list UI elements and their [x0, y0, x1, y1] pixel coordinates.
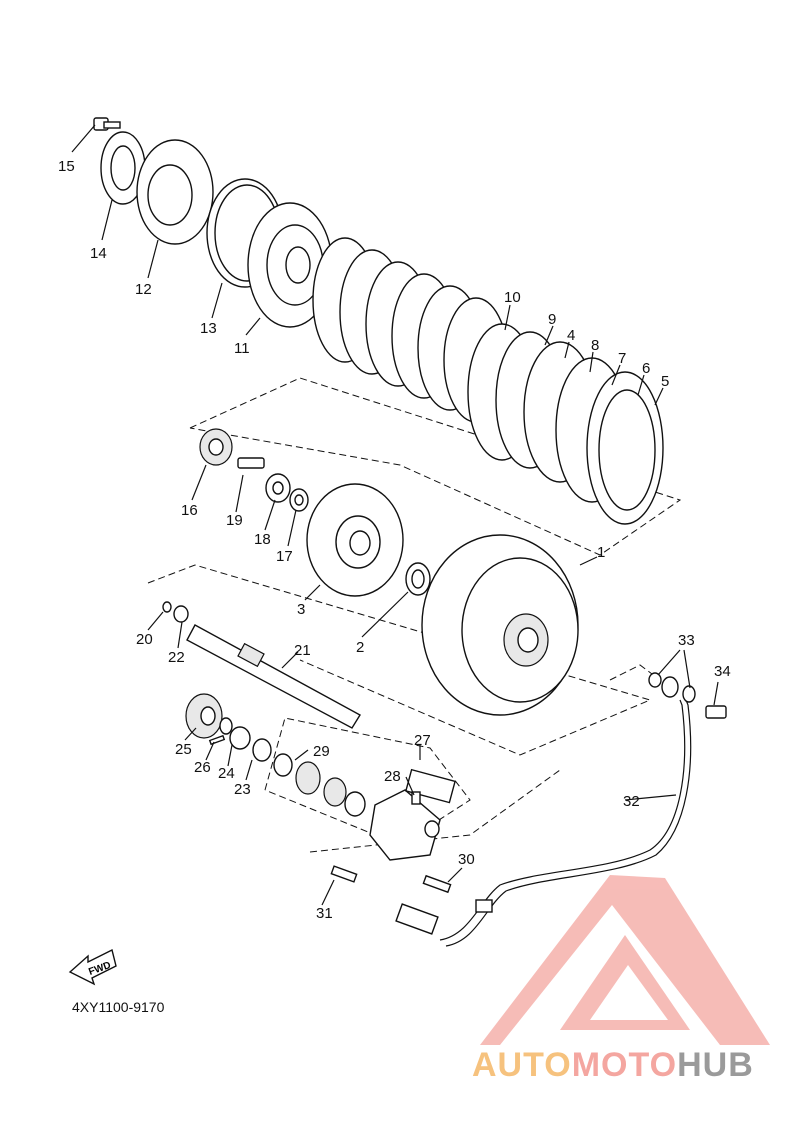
callout-5: 5 — [661, 373, 669, 390]
clutch-boss-3 — [306, 483, 404, 597]
callout-26: 26 — [194, 759, 211, 776]
callout-33: 33 — [678, 632, 695, 649]
plate-12 — [136, 139, 214, 245]
pressure-plate-11 — [247, 202, 333, 328]
callout-21: 21 — [294, 642, 311, 659]
bolt-15 — [93, 117, 121, 131]
callout-15: 15 — [58, 158, 75, 175]
callout-32: 32 — [623, 793, 640, 810]
callout-1: 1 — [597, 544, 605, 561]
copper-washers-33 — [648, 672, 696, 703]
drawing-code: 4XY1100-9170 — [72, 999, 165, 1015]
watermark-hub: HUB — [677, 1046, 754, 1084]
callout-labels: 1 2 3 4 5 6 7 8 9 10 11 12 13 14 15 16 1… — [58, 158, 731, 922]
clutch-plate-stack — [312, 237, 664, 525]
circlip-20 — [162, 601, 172, 613]
callout-28: 28 — [384, 768, 401, 785]
callout-7: 7 — [618, 350, 626, 367]
bolt-31 — [330, 865, 358, 883]
callout-29: 29 — [313, 743, 330, 760]
clutch-housing-1 — [421, 534, 579, 716]
bearing-16 — [199, 428, 233, 466]
thrust-washer-2 — [405, 562, 431, 596]
callout-27: 27 — [414, 732, 431, 749]
callout-12: 12 — [135, 281, 152, 298]
automotohub-logo-icon — [480, 875, 770, 1045]
callout-14: 14 — [90, 245, 107, 262]
fwd-arrow-icon: FWD — [68, 948, 117, 986]
callout-4: 4 — [567, 327, 575, 344]
callout-34: 34 — [714, 663, 731, 680]
release-cylinder-27 — [369, 768, 456, 861]
callout-20: 20 — [136, 631, 153, 648]
callout-6: 6 — [642, 360, 650, 377]
push-lever-shaft-21 — [186, 624, 361, 729]
union-bolt-34 — [705, 705, 727, 719]
callout-13: 13 — [200, 320, 217, 337]
oil-seal-25 — [185, 693, 223, 739]
callout-9: 9 — [548, 311, 556, 328]
callout-30: 30 — [458, 851, 475, 868]
washer-17 — [289, 488, 309, 512]
callout-24: 24 — [218, 765, 235, 782]
callout-19: 19 — [226, 512, 243, 529]
callout-18: 18 — [254, 531, 271, 548]
o-ring-24 — [219, 717, 233, 735]
leader-lines — [71, 124, 719, 906]
bolt-30 — [422, 874, 452, 894]
callout-17: 17 — [276, 548, 293, 565]
push-rod-19 — [237, 457, 265, 469]
clutch-hose-32 — [395, 699, 692, 947]
callout-25: 25 — [175, 741, 192, 758]
callout-2: 2 — [356, 639, 364, 656]
callout-23: 23 — [234, 781, 251, 798]
washer-23 — [229, 726, 272, 762]
watermark-moto: MOTO — [571, 1046, 678, 1084]
automotohub-watermark: AUTOMOTOHUB — [472, 1046, 754, 1085]
plate-14 — [100, 131, 146, 205]
watermark-auto: AUTO — [472, 1046, 572, 1084]
callout-11: 11 — [234, 340, 250, 357]
callout-22: 22 — [168, 649, 185, 666]
callout-31: 31 — [316, 905, 333, 922]
callout-10: 10 — [504, 289, 521, 306]
pin-26 — [208, 734, 226, 746]
callout-16: 16 — [181, 502, 198, 519]
collar-22 — [173, 605, 189, 623]
callout-8: 8 — [591, 337, 599, 354]
nut-18 — [265, 473, 291, 503]
piston-kit-29 — [273, 753, 366, 817]
callout-3: 3 — [297, 601, 305, 618]
bleed-screw-28 — [411, 791, 421, 805]
